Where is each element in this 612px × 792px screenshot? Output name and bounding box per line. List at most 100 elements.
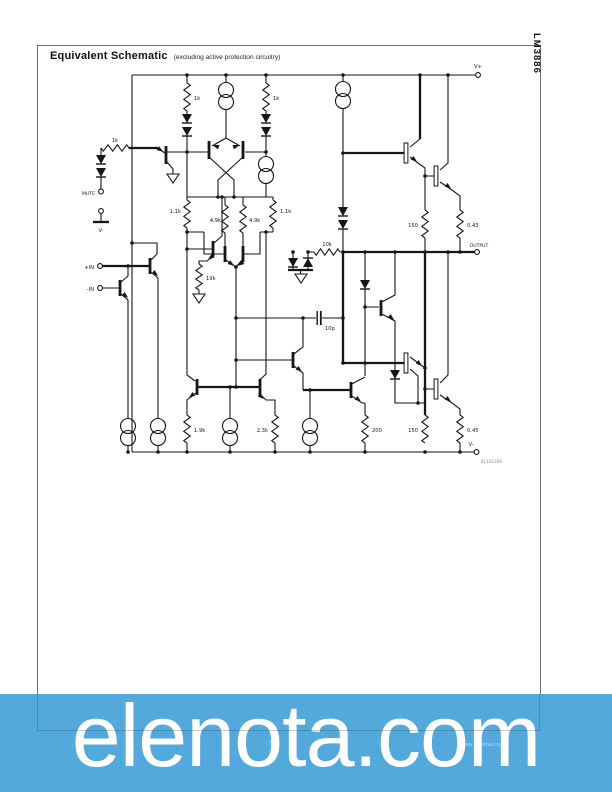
frame-bottom-edge xyxy=(37,730,540,731)
current-source-symbol xyxy=(119,429,137,447)
wire xyxy=(187,197,243,387)
capacitor-label: 10p xyxy=(325,326,336,332)
junction-dot xyxy=(234,358,238,362)
arrow-icon xyxy=(232,144,240,150)
resistor-symbol xyxy=(182,199,192,229)
wire xyxy=(100,147,187,222)
resistor-symbol xyxy=(420,209,430,239)
resistor-symbol xyxy=(182,414,192,444)
arrow-icon xyxy=(257,393,265,399)
resistor-symbol xyxy=(313,247,341,257)
junction-dot xyxy=(446,250,450,254)
junction-dot xyxy=(363,250,367,254)
junction-dot xyxy=(224,73,228,77)
junction-dot xyxy=(220,195,224,199)
current-source-symbol xyxy=(149,429,167,447)
junction-dot xyxy=(363,305,367,309)
arrow-icon xyxy=(410,156,418,162)
ground-icon xyxy=(293,273,309,284)
resistor-symbol xyxy=(194,263,204,291)
resistor-label: 150 xyxy=(408,223,418,229)
junction-dot xyxy=(308,450,312,454)
ground-icon xyxy=(165,173,181,184)
arrow-icon xyxy=(207,254,215,260)
diode-symbol xyxy=(360,280,370,289)
diode-symbol xyxy=(338,207,348,216)
resistor-symbol xyxy=(268,199,278,229)
junction-dot xyxy=(126,450,130,454)
resistor-symbol xyxy=(360,414,370,444)
resistor-symbol xyxy=(182,82,192,112)
resistor-label: 0.43 xyxy=(467,223,479,229)
diode-symbol xyxy=(338,220,348,229)
diode-symbol xyxy=(182,127,192,136)
current-source-symbol xyxy=(301,417,319,435)
resistor-label: 1k xyxy=(112,138,118,144)
arrow-icon xyxy=(444,183,452,189)
wire xyxy=(342,75,425,404)
ground-icon xyxy=(191,293,207,304)
resistor-label: 1.9k xyxy=(194,428,205,434)
current-source-symbol xyxy=(334,92,352,110)
junction-dot xyxy=(301,316,305,320)
junction-dot xyxy=(264,73,268,77)
terminal-label-vminus: V- xyxy=(468,442,473,448)
junction-dot xyxy=(234,265,238,269)
power-transistor-bar xyxy=(403,142,409,164)
junction-dot xyxy=(264,150,268,154)
power-transistor-bar xyxy=(433,378,439,400)
junction-dot xyxy=(185,230,189,234)
arrow-icon xyxy=(151,270,159,276)
footer-website: www.national.com xyxy=(460,742,505,748)
arrow-icon xyxy=(237,260,245,266)
schematic-wires xyxy=(93,72,481,455)
arrow-icon xyxy=(156,146,164,152)
junction-dot xyxy=(291,250,295,254)
resistor-symbol xyxy=(100,143,130,153)
resistor-label: 0.45 xyxy=(467,428,479,434)
arrow-icon xyxy=(354,396,362,402)
terminal-icon xyxy=(97,285,103,291)
resistor-symbol xyxy=(261,82,271,112)
arrow-icon xyxy=(387,314,395,320)
resistor-label: 4.9k xyxy=(210,218,221,224)
junction-dot xyxy=(341,250,345,254)
current-source-symbol xyxy=(221,429,239,447)
arrow-icon xyxy=(444,396,452,402)
diode-symbol xyxy=(96,168,106,177)
junction-dot xyxy=(423,387,427,391)
junction-dot xyxy=(234,385,238,389)
current-source-symbol xyxy=(257,167,275,185)
arrow-icon xyxy=(212,144,220,150)
wire xyxy=(186,75,224,382)
current-source-symbol xyxy=(301,429,319,447)
resistor-symbol xyxy=(220,204,230,234)
terminal-icon xyxy=(97,263,103,269)
junction-dot xyxy=(234,316,238,320)
junction-dot xyxy=(185,150,189,154)
junction-dot xyxy=(156,450,160,454)
terminal-icon xyxy=(98,208,104,214)
junction-dot xyxy=(232,195,236,199)
junction-dot xyxy=(423,450,427,454)
current-source-symbol xyxy=(221,417,239,435)
resistor-label: 4.9k xyxy=(249,218,260,224)
wire xyxy=(236,251,343,319)
terminal-icon xyxy=(98,188,104,195)
junction-dot xyxy=(185,247,189,251)
junction-dot xyxy=(306,250,310,254)
junction-dot xyxy=(458,450,462,454)
junction-dot xyxy=(341,151,345,155)
junction-dot xyxy=(126,264,130,268)
resistor-label: 2.3k xyxy=(257,428,268,434)
junction-dot xyxy=(458,250,462,254)
junction-dot xyxy=(228,450,232,454)
page-number: 7 xyxy=(268,741,272,747)
wire xyxy=(131,74,475,453)
diode-symbol xyxy=(261,127,271,136)
power-transistor-bar xyxy=(433,165,439,187)
terminal-label-inplus: +IN xyxy=(84,265,94,271)
figure-code: 01142306 xyxy=(481,459,503,464)
